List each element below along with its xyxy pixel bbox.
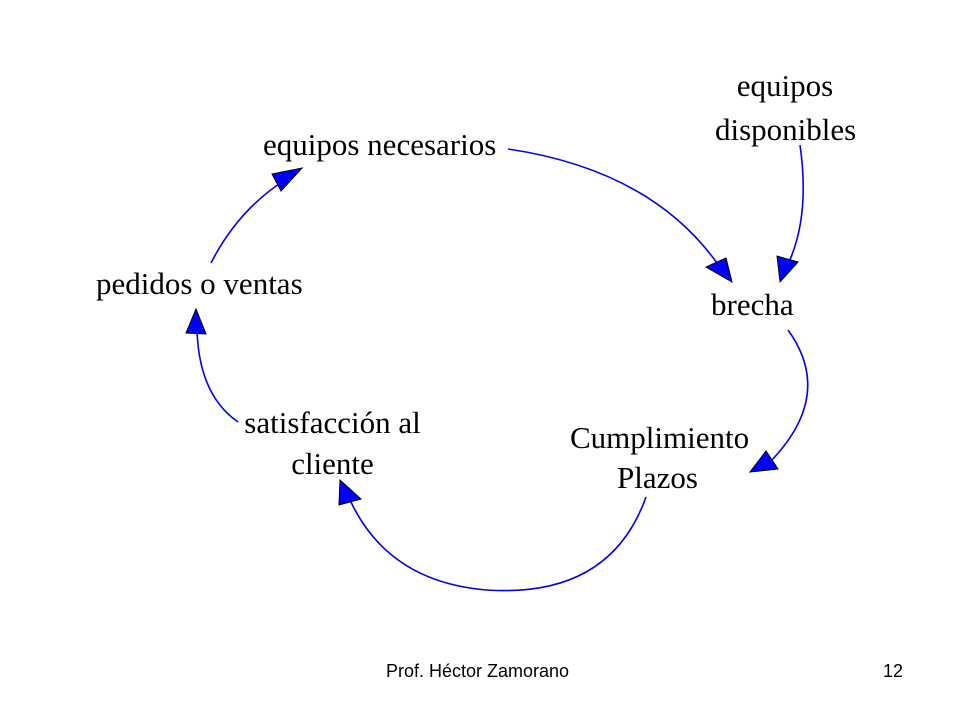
arrow-cumplimiento-to-satisfaccion	[338, 478, 647, 592]
node-cumplimiento-line-2: Plazos	[617, 460, 698, 495]
arrow-disponibles-to-brecha	[776, 144, 804, 284]
node-pedidos-o-ventas-label: pedidos o ventas	[96, 266, 303, 301]
node-cumplimiento-line-1: Cumplimiento	[570, 420, 750, 455]
node-equipos-disponibles-line-2: disponibles	[715, 112, 857, 147]
node-brecha-label: brecha	[711, 287, 794, 322]
page-number: 12	[883, 661, 904, 681]
node-satisfaccion-line-1: satisfacción al	[244, 405, 421, 440]
node-brecha: brecha	[711, 287, 794, 323]
footer-author: Prof. Héctor Zamorano	[386, 661, 570, 681]
arrow-pedidos-to-necesarios	[210, 167, 304, 264]
node-cumplimiento-plazos: Cumplimiento Plazos	[570, 418, 750, 498]
arrow-satisfaccion-to-pedidos	[185, 307, 239, 423]
arrow-brecha-to-cumplimiento	[748, 329, 809, 473]
node-equipos-necesarios-label: equipos necesarios	[263, 127, 497, 162]
node-equipos-disponibles: equipos disponibles	[715, 64, 857, 152]
node-satisfaccion-line-2: cliente	[291, 446, 374, 481]
arrow-necesarios-to-brecha	[507, 148, 733, 284]
node-pedidos-o-ventas: pedidos o ventas	[96, 266, 303, 302]
node-equipos-necesarios: equipos necesarios	[263, 127, 496, 163]
node-equipos-disponibles-line-1: equipos	[736, 68, 834, 103]
node-satisfaccion-cliente: satisfacción al cliente	[240, 402, 425, 484]
